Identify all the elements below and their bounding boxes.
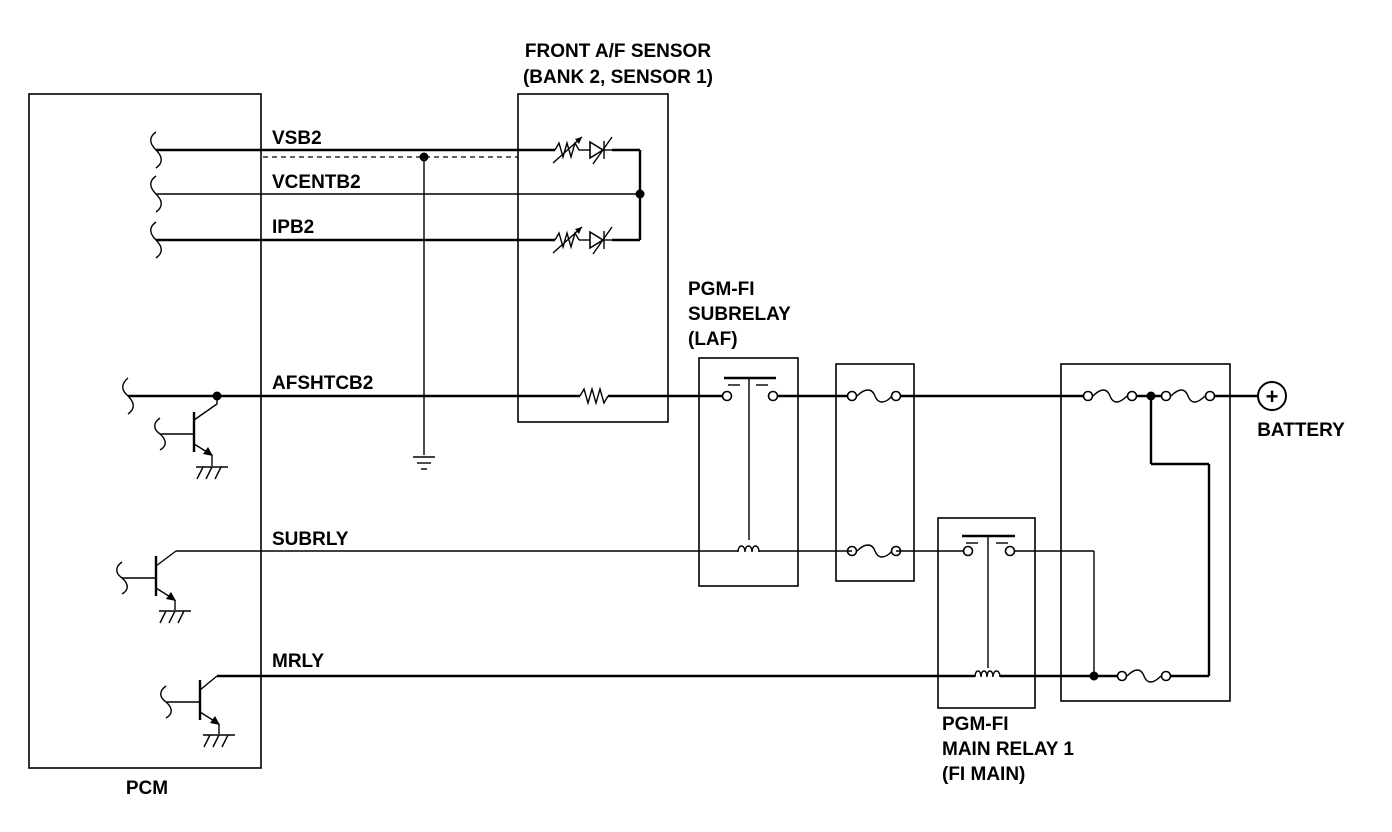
heater-resistor-icon [579, 386, 609, 406]
wire-label-subrly: SUBRLY [272, 529, 349, 550]
wire-label-vsb2: VSB2 [272, 128, 322, 149]
subrelay-label-line1: PGM-FI [688, 279, 755, 300]
battery-plus-symbol: + [1266, 384, 1279, 409]
fuse-box-middle [835, 363, 915, 582]
pgm-fi-main-relay: PGM-FI MAIN RELAY 1 (FI MAIN) [937, 517, 1074, 785]
main-relay-label-line1: PGM-FI [942, 714, 1009, 735]
pcm-label: PCM [126, 778, 168, 799]
battery-label: BATTERY [1257, 420, 1345, 441]
fuse-box-right [1060, 363, 1231, 702]
wire-afshtcb2 [122, 377, 1258, 415]
wire-label-afshtcb2: AFSHTCB2 [272, 373, 373, 394]
shield-drain [419, 152, 429, 455]
wire-label-mrly: MRLY [272, 651, 324, 672]
relay-coil-icon [737, 545, 760, 553]
fuse-box-right-wiring [1136, 391, 1211, 678]
wire-label-vcentb2: VCENTB2 [272, 172, 361, 193]
ground-icon [159, 610, 191, 624]
fuse-icon [846, 544, 902, 558]
subrelay-switch [721, 376, 779, 540]
fuse-icon [846, 389, 902, 403]
wire-ipb2 [150, 221, 640, 259]
ground-icon [196, 466, 228, 480]
front-af-sensor: FRONT A/F SENSOR (BANK 2, SENSOR 1) [517, 41, 713, 423]
sensor-label-line1: FRONT A/F SENSOR [525, 41, 711, 62]
transistor-icon [116, 550, 177, 610]
battery-terminal-icon: + [1257, 381, 1287, 411]
wire-vcentb2 [150, 175, 645, 213]
ground-icon [413, 456, 435, 470]
pgm-fi-subrelay: PGM-FI SUBRELAY (LAF) [688, 279, 799, 587]
variable-resistor-icon [552, 226, 613, 255]
transistor-icon [154, 396, 218, 466]
fuse-icon [1160, 389, 1216, 403]
subrelay-label-line2: SUBRELAY [688, 304, 791, 325]
ground-icon [203, 734, 235, 748]
subrelay-label-line3: (LAF) [688, 329, 738, 350]
wire-label-ipb2: IPB2 [272, 217, 314, 238]
relay-coil-icon [974, 670, 1001, 678]
variable-resistor-icon [552, 136, 613, 165]
wire-vsb2 [150, 131, 642, 240]
pcm-module: PCM [28, 93, 262, 799]
main-relay-switch [962, 534, 1095, 676]
main-relay-label-line2: MAIN RELAY 1 [942, 739, 1074, 760]
transistor-icon [160, 675, 220, 734]
main-relay-label-line3: (FI MAIN) [942, 764, 1025, 785]
wire-mrly [217, 671, 1118, 681]
fuse-icon [1082, 389, 1138, 403]
fuse-icon [1116, 669, 1172, 683]
sensor-label-line2: (BANK 2, SENSOR 1) [523, 67, 713, 88]
